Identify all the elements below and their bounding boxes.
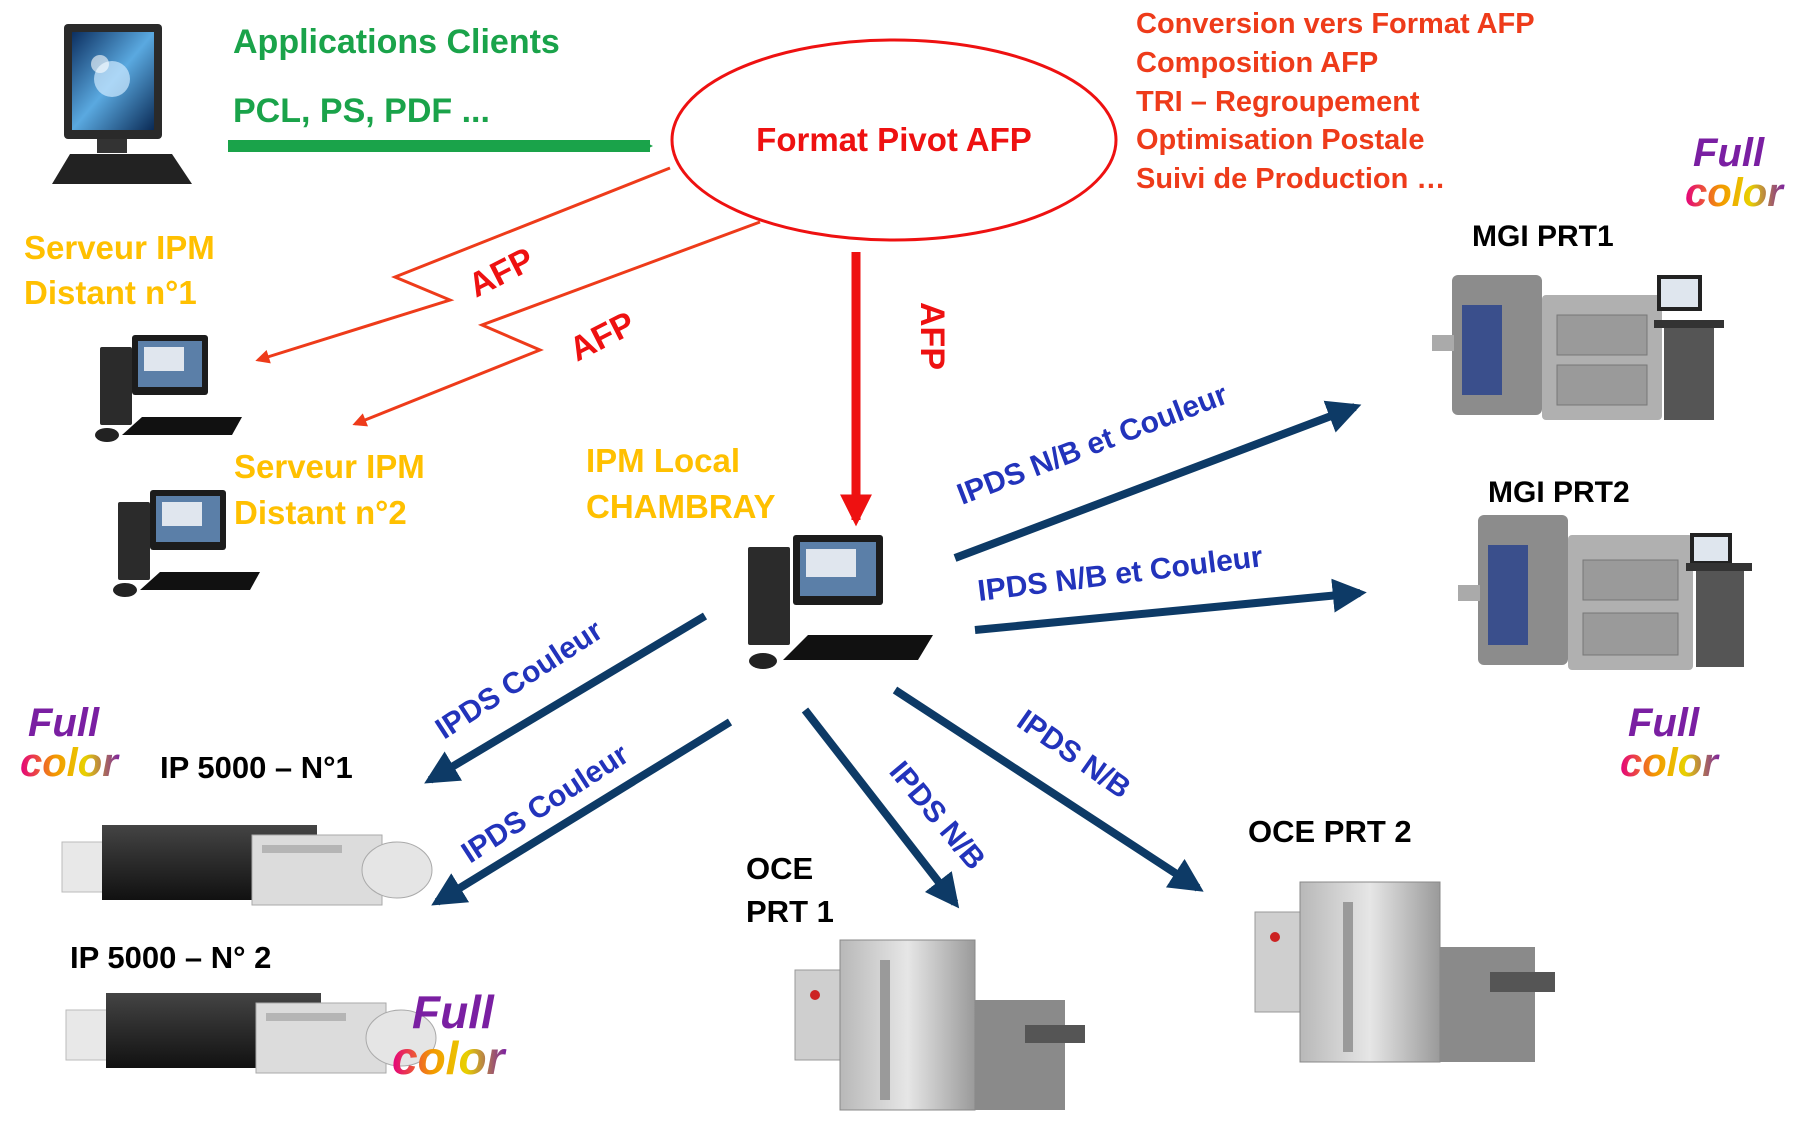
ipds-arrow-oce1 xyxy=(801,707,960,909)
afp-label-1: AFP xyxy=(462,240,540,305)
full-color-badge-line2: color xyxy=(1620,741,1720,785)
mgi-prt2-icon xyxy=(1458,515,1752,670)
mgi-prt2-label: MGI PRT2 xyxy=(1488,476,1630,509)
ipds-label-oce2: IPDS N/B xyxy=(1011,704,1136,806)
feature-list: Conversion vers Format AFP Composition A… xyxy=(1136,8,1535,195)
full-color-badge-line1: Full xyxy=(412,986,495,1038)
pivot-label: Format Pivot AFP xyxy=(756,121,1032,158)
client-title: Applications Clients xyxy=(233,23,560,61)
ip5000-n1-icon xyxy=(61,825,433,906)
remote2-label-line1: Serveur IPM xyxy=(234,448,425,485)
afp-link-remote2 xyxy=(352,220,761,427)
ipds-label-oce1: IPDS N/B xyxy=(883,755,992,876)
oce-prt2-label: OCE PRT 2 xyxy=(1248,814,1412,849)
oce-prt1-label-line1: OCE xyxy=(746,851,813,886)
ipds-arrow-mgi2 xyxy=(974,578,1367,634)
oce-prt2-icon xyxy=(1254,881,1555,1063)
ipds-label-mgi2: IPDS N/B et Couleur xyxy=(976,540,1265,608)
ip5000-n2-icon xyxy=(65,993,437,1074)
full-color-badge-line2: color xyxy=(1685,171,1785,215)
remote-server-2-icon xyxy=(113,490,260,597)
full-color-badge: Full color xyxy=(1685,131,1785,215)
oce-prt1-icon xyxy=(794,939,1085,1111)
feature-item: Composition AFP xyxy=(1136,47,1378,79)
oce-prt1-label-line2: PRT 1 xyxy=(746,894,834,929)
full-color-badge: Full color xyxy=(1620,701,1720,785)
ip5000-n1-label: IP 5000 – N°1 xyxy=(160,750,353,785)
local-label-line2: CHAMBRAY xyxy=(586,488,775,525)
afp-link-remote1 xyxy=(255,166,671,364)
full-color-badge: Full color xyxy=(20,701,120,785)
ipds-label-mgi1: IPDS N/B et Couleur xyxy=(953,378,1233,512)
remote-server-1-icon xyxy=(95,335,242,442)
client-monitor-icon xyxy=(52,24,192,184)
full-color-badge-line1: Full xyxy=(1693,131,1765,175)
full-color-badge-line2: color xyxy=(392,1032,507,1084)
remote2-label-line2: Distant n°2 xyxy=(234,494,407,531)
remote1-label-line1: Serveur IPM xyxy=(24,229,215,266)
afp-label-local: AFP xyxy=(913,302,951,370)
feature-item: Optimisation Postale xyxy=(1136,124,1424,156)
full-color-badge-line1: Full xyxy=(28,701,100,745)
feature-item: TRI – Regroupement xyxy=(1136,86,1420,118)
remote1-label-line2: Distant n°1 xyxy=(24,274,197,311)
local-server-icon xyxy=(748,535,933,669)
pivot-ellipse xyxy=(670,38,1118,242)
ipds-arrow-oce2 xyxy=(892,686,1204,892)
feature-item: Suivi de Production … xyxy=(1136,163,1445,195)
full-color-badge: Full color xyxy=(392,986,507,1084)
ipds-label-ip2: IPDS Couleur xyxy=(456,738,635,870)
ip5000-n2-label: IP 5000 – N° 2 xyxy=(70,940,271,975)
ipds-arrow-mgi1 xyxy=(953,400,1362,562)
ipds-arrow-ip2 xyxy=(431,718,733,906)
mgi-prt1-label: MGI PRT1 xyxy=(1472,220,1614,253)
ipds-arrow-ip1 xyxy=(424,612,708,784)
feature-item: Conversion vers Format AFP xyxy=(1136,8,1535,40)
local-label-line1: IPM Local xyxy=(586,442,740,479)
client-formats: PCL, PS, PDF ... xyxy=(233,92,490,130)
afp-label-2: AFP xyxy=(563,304,641,369)
mgi-prt1-icon xyxy=(1432,275,1724,420)
full-color-badge-line1: Full xyxy=(1628,701,1700,745)
full-color-badge-line2: color xyxy=(20,741,120,785)
